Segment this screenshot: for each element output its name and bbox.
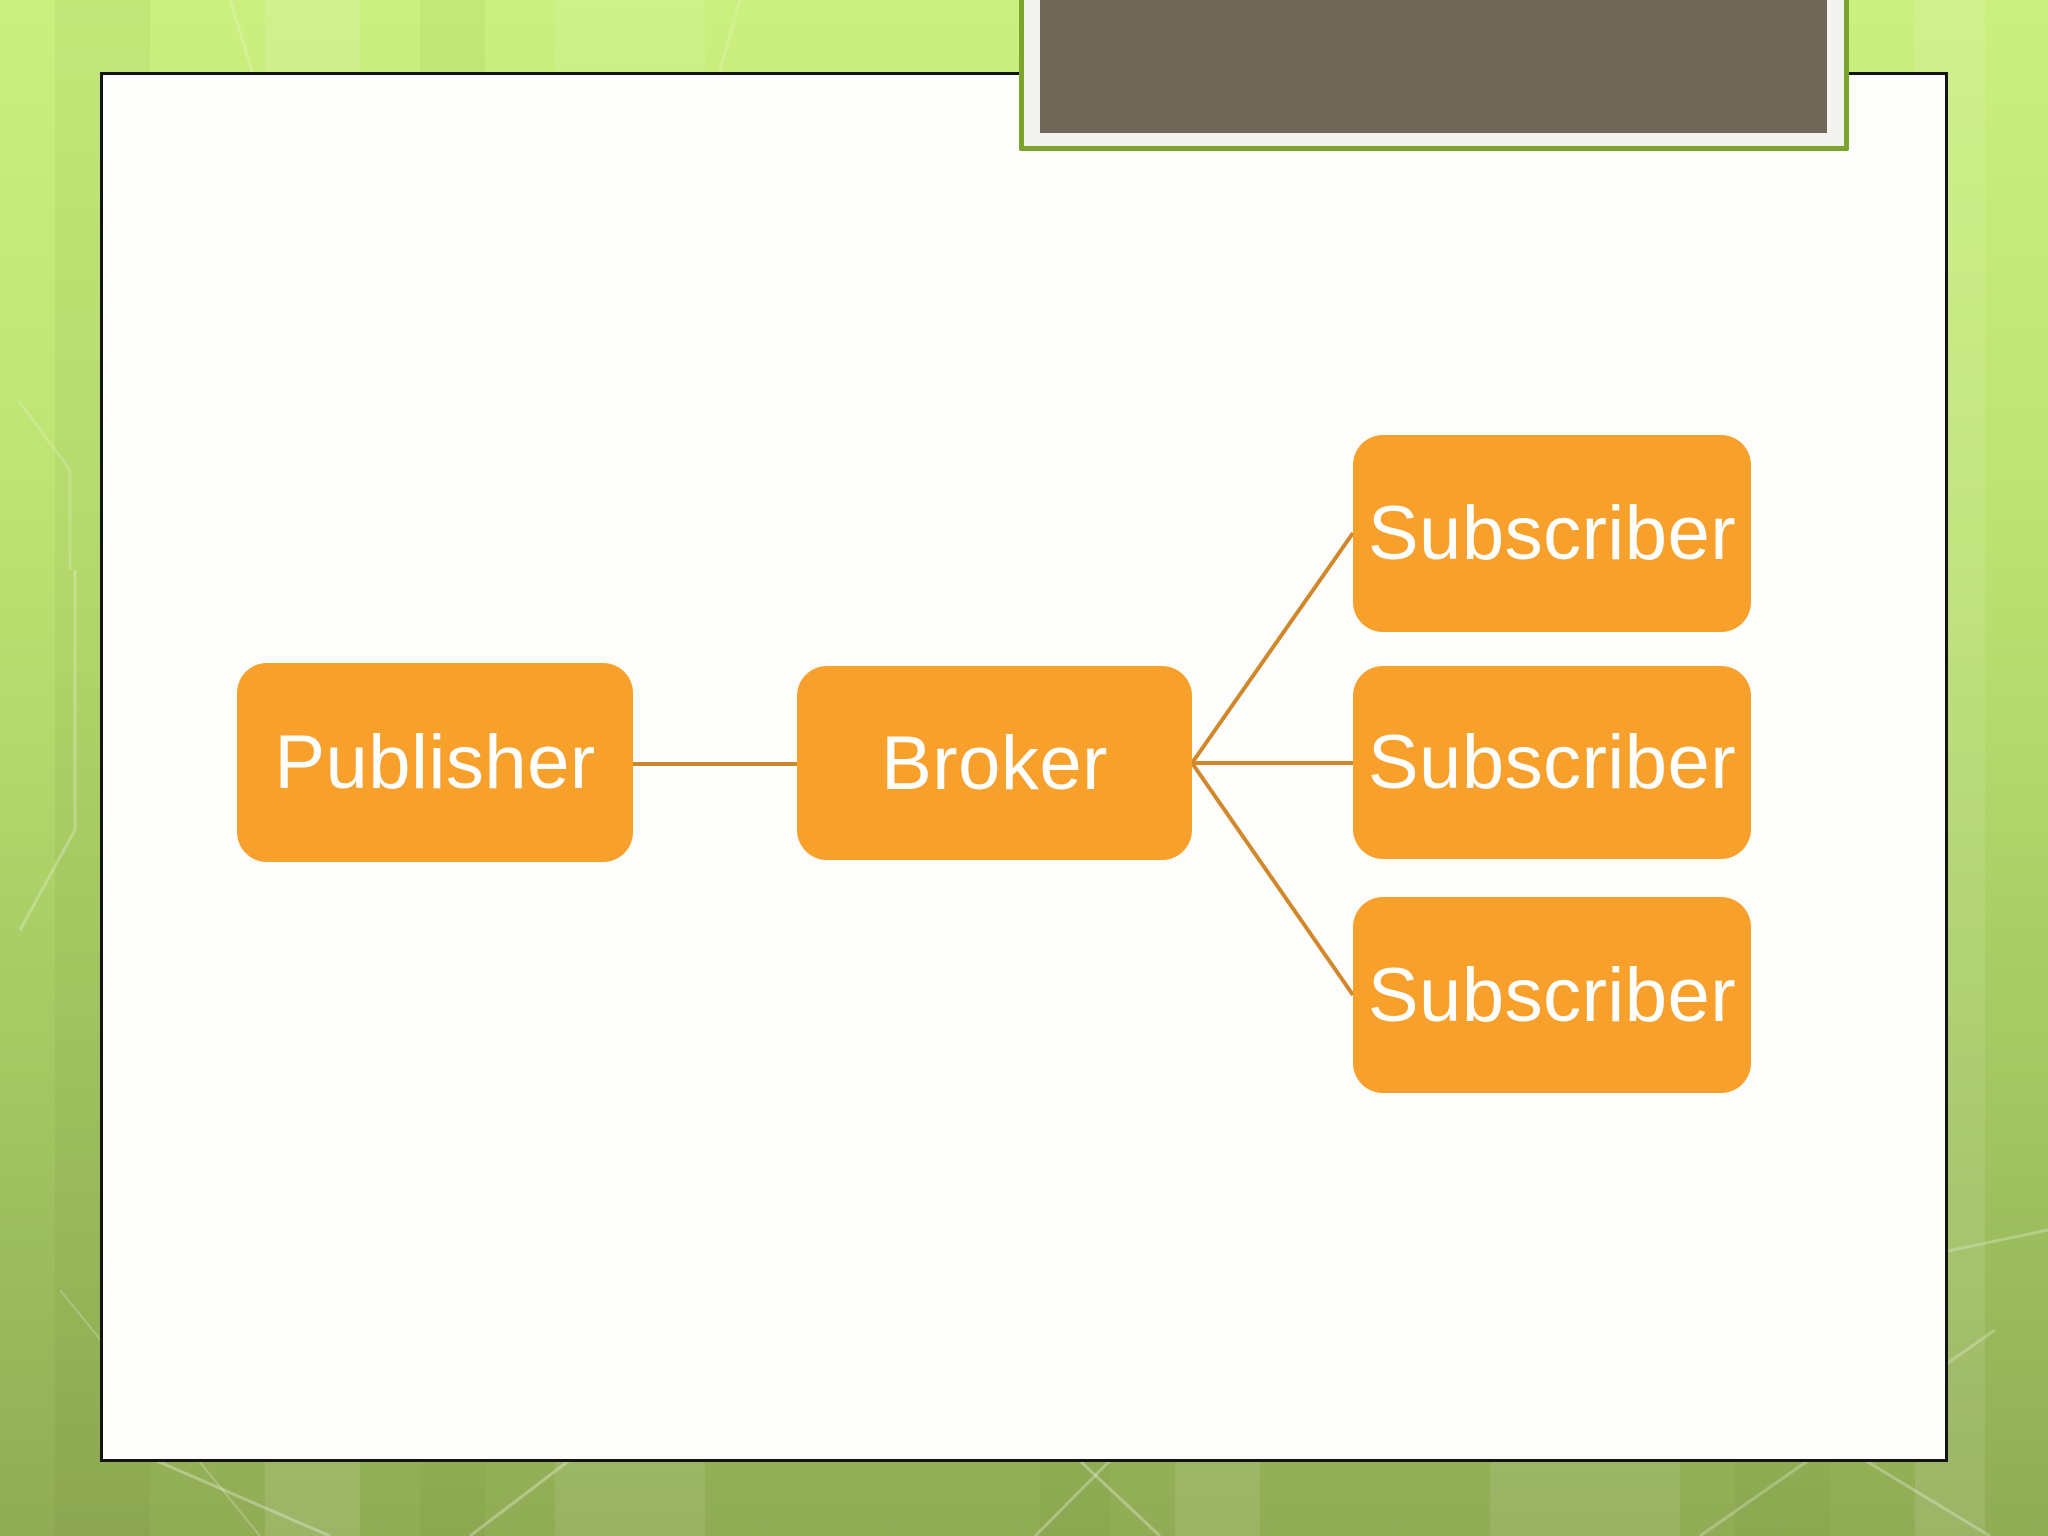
node-subscriber-1-label: Subscriber [1367, 491, 1737, 576]
node-broker: Broker [797, 666, 1192, 860]
node-subscriber-3: Subscriber [1353, 897, 1751, 1093]
node-publisher: Publisher [237, 663, 633, 862]
node-subscriber-2: Subscriber [1353, 666, 1751, 859]
node-broker-label: Broker [881, 720, 1108, 806]
title-placeholder [1019, 0, 1849, 151]
title-placeholder-fill [1040, 0, 1827, 133]
node-subscriber-3-label: Subscriber [1367, 952, 1737, 1038]
node-publisher-label: Publisher [274, 720, 596, 805]
edge-broker-subscriber-3 [1190, 761, 1355, 997]
node-subscriber-1: Subscriber [1353, 435, 1751, 632]
node-subscriber-2-label: Subscriber [1367, 720, 1737, 805]
edge-broker-subscriber-1 [1190, 531, 1355, 765]
